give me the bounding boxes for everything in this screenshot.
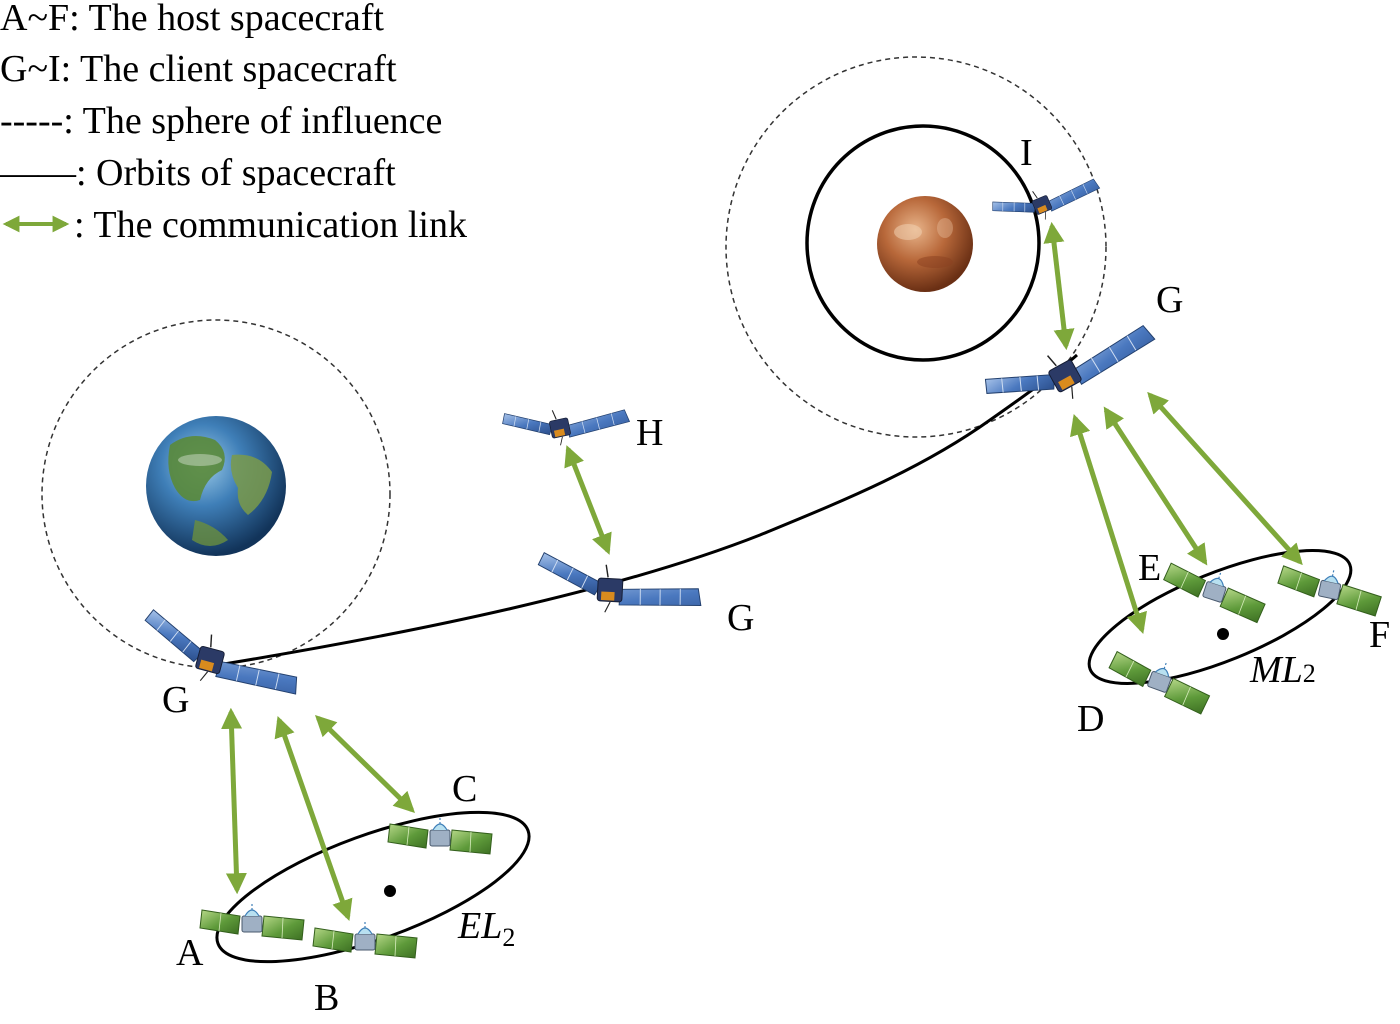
communication-links <box>221 221 1303 921</box>
label-g-earth: G <box>162 679 189 721</box>
label-c: C <box>452 768 477 810</box>
earth-icon <box>146 416 286 556</box>
label-g-mid: G <box>727 597 754 639</box>
legend-item-client: G~I: The client spacecraft <box>0 48 397 90</box>
client-spacecraft-icon-i <box>989 177 1104 228</box>
link-g-h <box>564 445 612 555</box>
host-spacecraft-icon-b <box>312 919 418 959</box>
link-g-c <box>314 715 416 813</box>
host-spacecraft-icon-d <box>1104 642 1217 716</box>
label-d: D <box>1077 698 1104 740</box>
link-g-a <box>221 707 247 895</box>
ml2-point <box>1217 628 1229 640</box>
mars-sphere-of-influence <box>725 56 1107 438</box>
label-a: A <box>176 932 204 974</box>
label-b: B <box>314 977 339 1019</box>
label-h: H <box>636 412 663 454</box>
transfer-orbit <box>211 353 1078 668</box>
link-g-e <box>1103 406 1208 566</box>
host-spacecraft-icon-a <box>199 901 305 941</box>
legend-item-link: : The communication link <box>74 204 467 246</box>
el2-point <box>384 885 396 897</box>
label-ml2: ML2 <box>1249 649 1316 691</box>
legend-item-sphere: -----: The sphere of influence <box>0 100 442 142</box>
legend-item-host: A~F: The host spacecraft <box>0 0 384 39</box>
ml2-halo-orbit <box>1087 549 1353 685</box>
mars-icon <box>877 196 973 292</box>
label-f: F <box>1369 614 1390 656</box>
link-g-i <box>1043 221 1075 351</box>
host-spacecraft-icon-f <box>1274 557 1386 618</box>
label-i: I <box>1020 132 1033 174</box>
link-g-b <box>274 716 353 921</box>
client-spacecraft-icon-h <box>501 402 631 450</box>
el2-halo-orbit <box>215 810 531 964</box>
label-el2: EL2 <box>457 905 515 952</box>
mars-orbit <box>805 124 1041 362</box>
legend-item-orbit: ——: Orbits of spacecraft <box>0 152 396 194</box>
client-spacecraft-icon-g-mars <box>979 322 1165 420</box>
client-spacecraft-icon-g-earth <box>132 596 304 727</box>
client-spacecraft-icon-g-mid <box>529 538 707 641</box>
link-g-f <box>1147 391 1303 566</box>
label-g-mars: G <box>1156 279 1183 321</box>
labels: A B C D E F G G G H I EL2 ML2 <box>162 132 1390 1019</box>
legend: A~F: The host spacecraft G~I: The client… <box>0 0 467 246</box>
label-e: E <box>1138 547 1161 589</box>
